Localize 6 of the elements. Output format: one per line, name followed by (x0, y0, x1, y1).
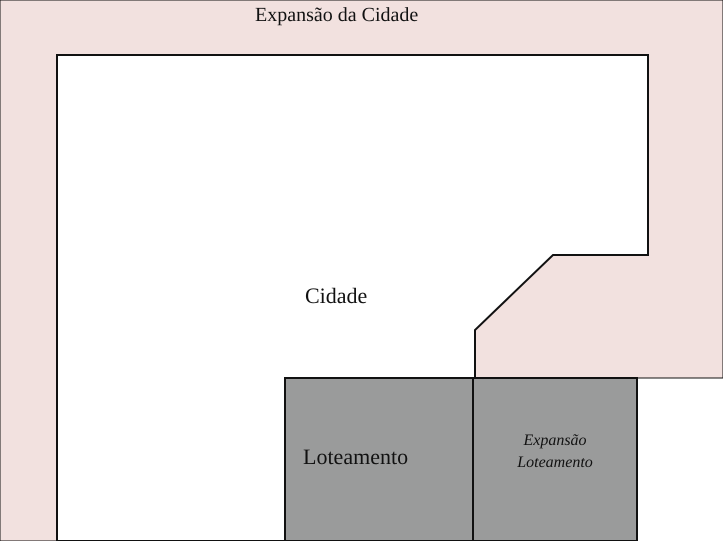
city-area (57, 55, 648, 541)
area-label: Expansão da Cidade (255, 4, 418, 27)
area-label: Cidade (305, 283, 368, 309)
block-label: Loteamento (303, 444, 408, 470)
block-label: Expansão Loteamento (516, 431, 594, 474)
subdivision-block (285, 378, 473, 541)
